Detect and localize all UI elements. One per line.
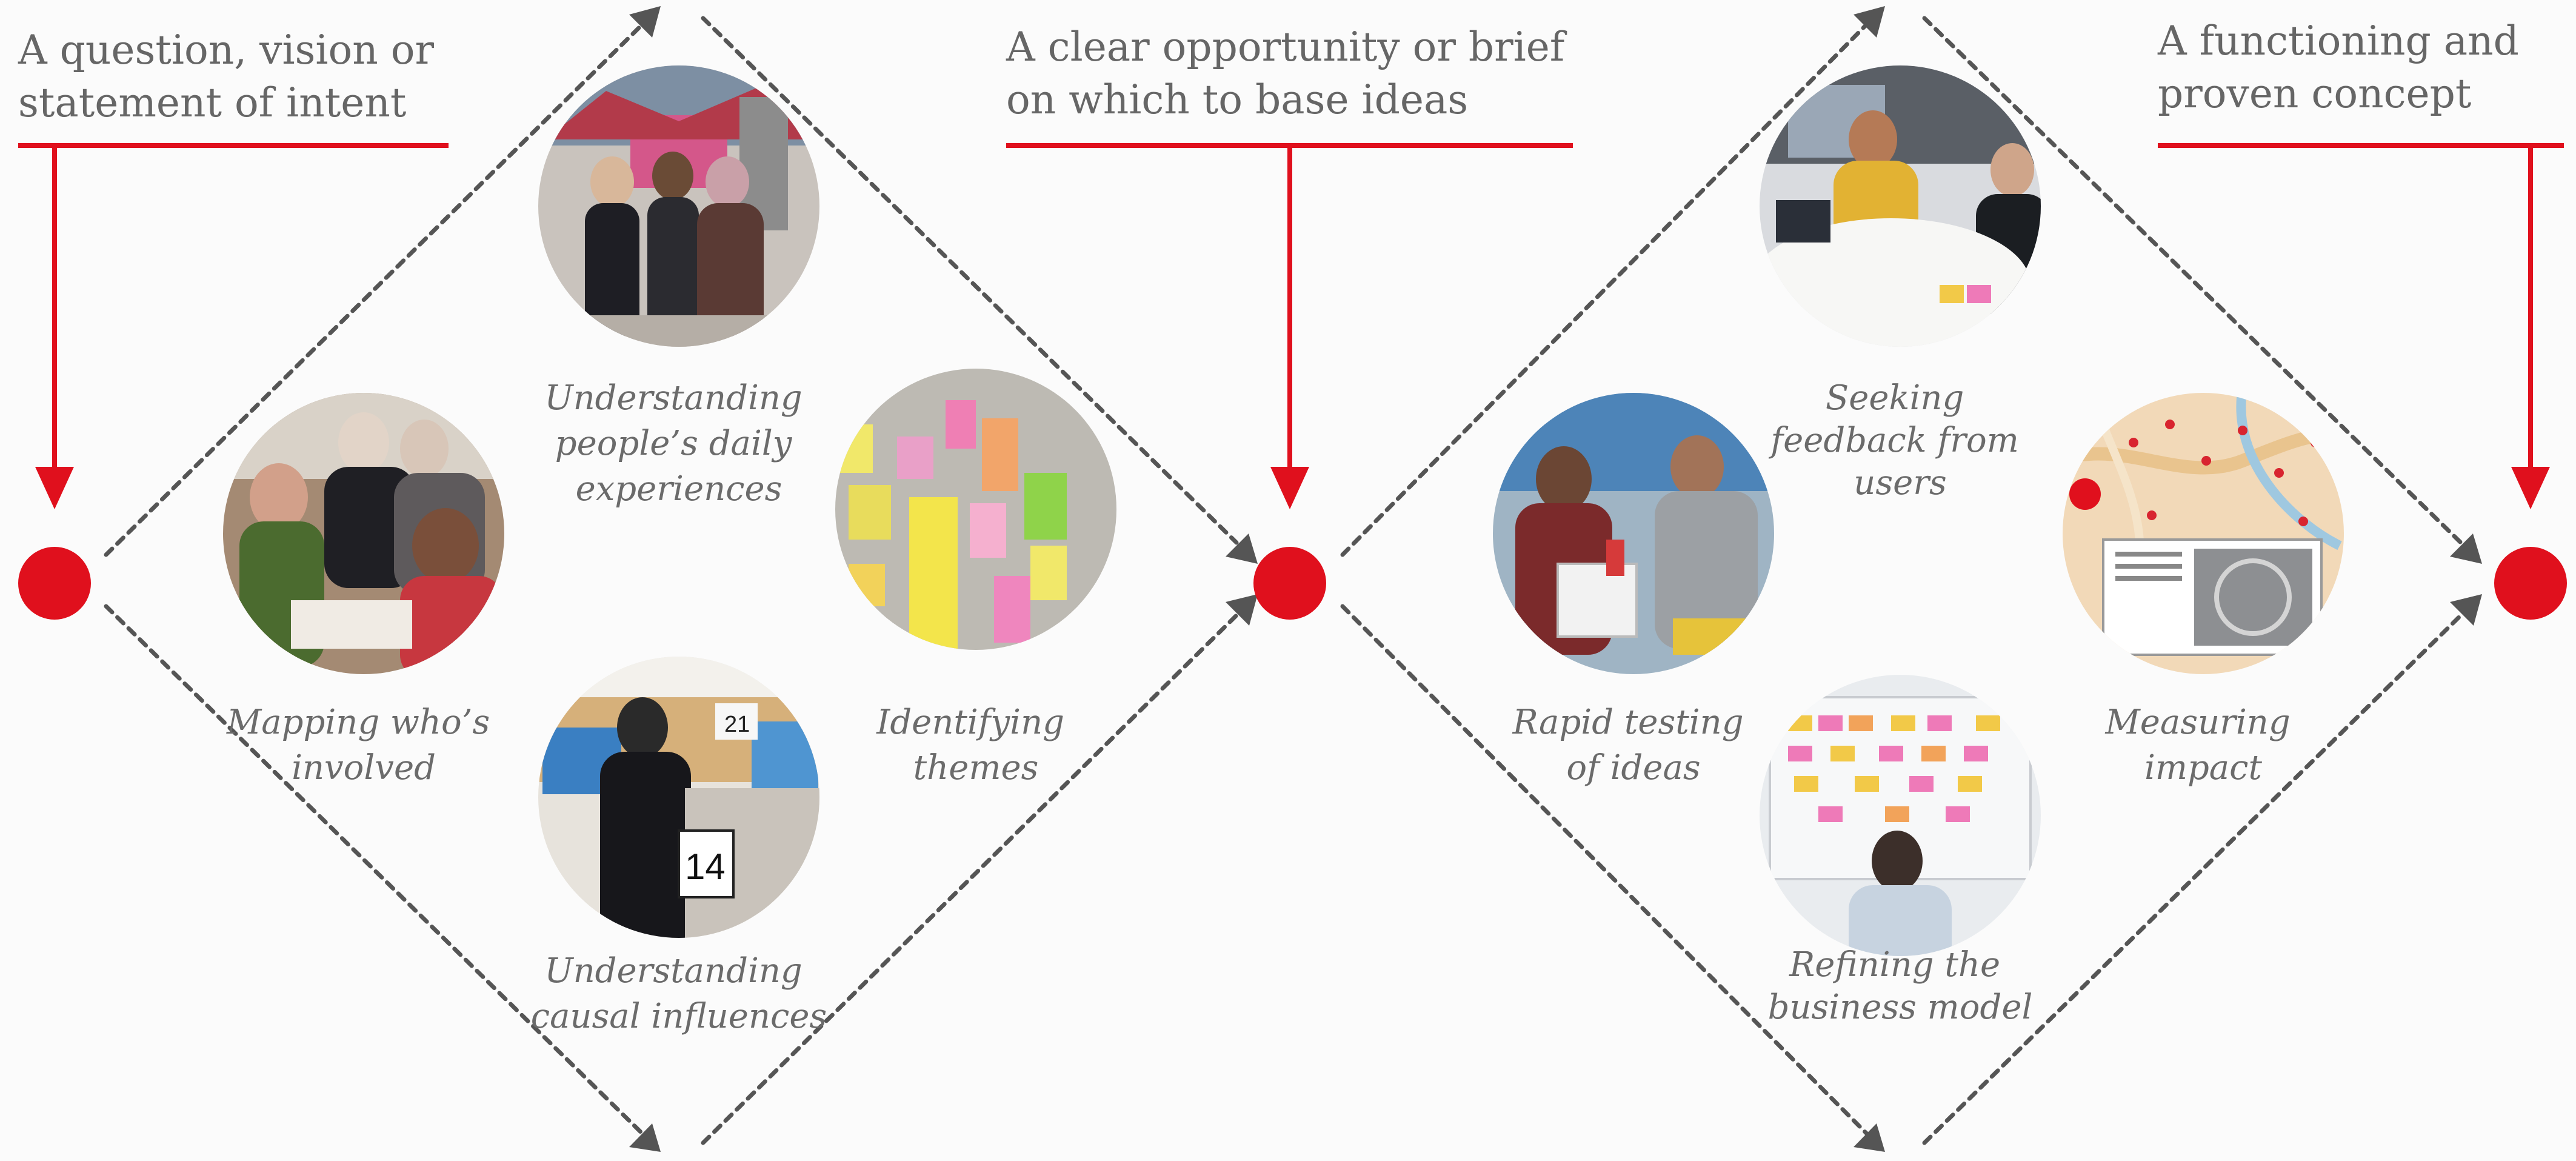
connector-right-top-return bbox=[1922, 16, 2463, 545]
caption-line: Seeking bbox=[1826, 378, 1964, 418]
svg-text:21: 21 bbox=[724, 712, 750, 737]
caption-line: people’s daily bbox=[555, 424, 793, 463]
diamond-connectors bbox=[104, 16, 2463, 1145]
impact-map-photo-icon bbox=[2063, 393, 2344, 674]
arrowhead-mid-top bbox=[1226, 534, 1258, 564]
arrowhead-right-bottom bbox=[1854, 1123, 1885, 1152]
office-cubicle-photo-icon: 21 14 bbox=[538, 657, 819, 938]
prototype-testing-photo-icon bbox=[1493, 393, 1774, 674]
stage-3-line-2: proven concept bbox=[2158, 70, 2471, 117]
caption-daily-experiences: Understanding people’s daily experiences bbox=[544, 378, 813, 509]
connector-left-top-return bbox=[701, 16, 1239, 545]
planning-board-photo-icon bbox=[1760, 675, 2041, 956]
street-conversation-photo-icon bbox=[538, 65, 819, 347]
stage-2-line-2: on which to base ideas bbox=[1006, 76, 1468, 123]
stage-1-arrowhead bbox=[35, 467, 74, 509]
milestone-node-start bbox=[18, 547, 91, 620]
arrowhead-end-top bbox=[2450, 534, 2482, 564]
caption-causal-influences: Understanding causal influences bbox=[531, 951, 827, 1036]
caption-line: Understanding bbox=[544, 378, 802, 418]
arrowhead-left-bottom bbox=[629, 1123, 661, 1152]
caption-line: business model bbox=[1768, 988, 2033, 1027]
stage-1-line-2: statement of intent bbox=[18, 79, 406, 126]
caption-line: Identifying bbox=[876, 703, 1064, 742]
connector-right-bottom-return bbox=[1922, 613, 2463, 1145]
stage-2-text: A clear opportunity or brief on which to… bbox=[1006, 24, 1577, 123]
caption-line: Mapping who’s bbox=[226, 703, 490, 742]
caption-seeking-feedback: Seeking feedback from users bbox=[1768, 378, 2029, 503]
caption-mapping-involved: Mapping who’s involved bbox=[226, 703, 501, 788]
caption-line: experiences bbox=[576, 469, 782, 509]
caption-measuring-impact: Measuring impact bbox=[2104, 703, 2301, 788]
sticky-notes-photo-icon bbox=[835, 369, 1116, 650]
caption-line: feedback from bbox=[1768, 421, 2019, 460]
milestone-nodes bbox=[18, 547, 2567, 620]
svg-text:14: 14 bbox=[685, 846, 726, 887]
caption-line: involved bbox=[292, 748, 436, 788]
caption-business-model: Refining the business model bbox=[1768, 945, 2033, 1027]
connector-left-lower bbox=[104, 604, 645, 1136]
caption-line: Measuring bbox=[2104, 703, 2290, 742]
caption-line: users bbox=[1854, 463, 1946, 503]
caption-line: impact bbox=[2144, 748, 2263, 788]
arrowhead-left-top bbox=[629, 6, 661, 38]
stage-1-text: A question, vision or statement of inten… bbox=[18, 27, 447, 126]
stage-2-arrowhead bbox=[1270, 467, 1309, 509]
stage-2-line-1: A clear opportunity or brief bbox=[1006, 24, 1567, 70]
stage-markers bbox=[18, 143, 2564, 509]
connector-left-bottom-return bbox=[701, 613, 1239, 1145]
stage-3-arrowhead bbox=[2511, 467, 2550, 509]
connector-right-lower bbox=[1340, 604, 1869, 1136]
caption-rapid-testing: Rapid testing of ideas bbox=[1512, 703, 1755, 788]
connector-right-upper bbox=[1340, 22, 1869, 557]
caption-line: causal influences bbox=[531, 997, 827, 1036]
stage-3-text: A functioning and proven concept bbox=[2157, 18, 2532, 117]
connector-left-upper bbox=[104, 22, 645, 557]
activity-photos: 21 14 bbox=[223, 65, 2344, 956]
stage-labels: A question, vision or statement of inten… bbox=[18, 18, 2532, 126]
caption-line: Understanding bbox=[544, 951, 802, 991]
milestone-node-middle bbox=[1253, 547, 1326, 620]
arrowhead-right-top bbox=[1854, 6, 1885, 38]
caption-identifying-themes: Identifying themes bbox=[876, 703, 1075, 788]
caption-line: of ideas bbox=[1566, 748, 1700, 788]
arrowhead-end-bottom bbox=[2450, 594, 2482, 626]
caption-line: Refining the bbox=[1789, 945, 2000, 985]
stage-1-line-1: A question, vision or bbox=[18, 27, 434, 73]
caption-line: Rapid testing bbox=[1512, 703, 1744, 742]
caption-line: themes bbox=[913, 748, 1039, 788]
arrowhead-mid-bottom bbox=[1226, 594, 1258, 626]
milestone-node-end bbox=[2494, 547, 2567, 620]
group-meeting-photo-icon bbox=[223, 393, 504, 674]
activity-captions: Understanding people’s daily experiences… bbox=[226, 378, 2301, 1036]
connector-arrowheads bbox=[629, 6, 2482, 1152]
stage-3-line-1: A functioning and bbox=[2157, 18, 2519, 64]
user-feedback-photo-icon bbox=[1760, 65, 2041, 347]
